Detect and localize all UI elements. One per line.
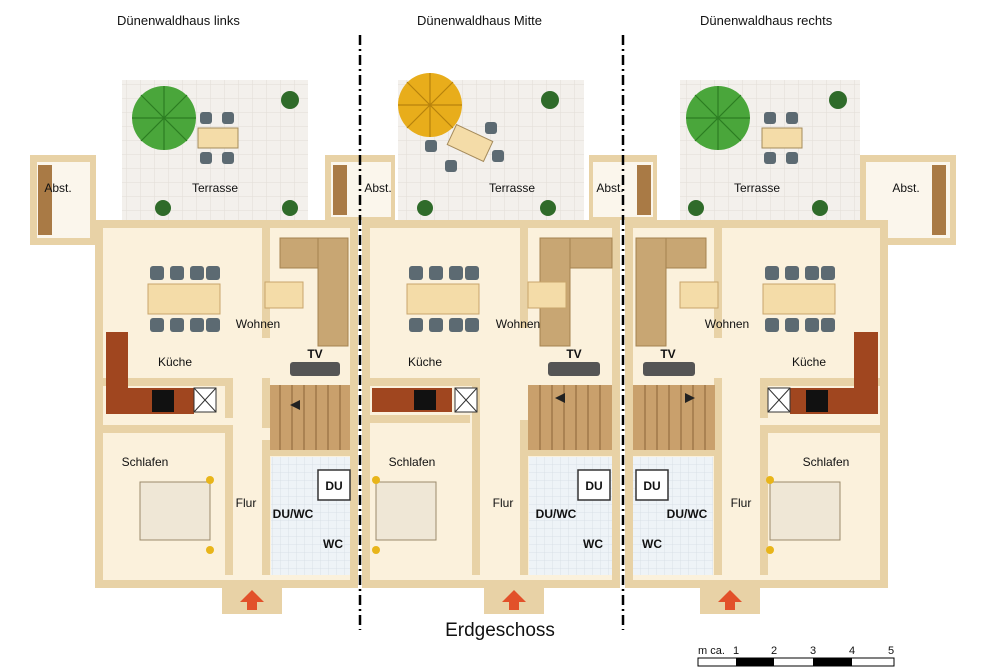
label-shower-wc-right: DU/WC: [667, 507, 708, 521]
label-shower-wc-middle: DU/WC: [536, 507, 577, 521]
title-middle-house: Dünenwaldhaus Mitte: [417, 13, 543, 28]
label-terrace-right: Terrasse: [734, 181, 780, 195]
label-kitchen-left: Küche: [158, 355, 192, 369]
label-hall-left: Flur: [236, 496, 257, 510]
umbrella-left: [132, 86, 196, 150]
label-living-right: Wohnen: [705, 317, 749, 331]
scale-tick-4: 4: [849, 645, 855, 657]
title-right-house: Dünenwaldhaus rechts: [700, 13, 833, 28]
dining-tables: [147, 281, 836, 315]
label-kitchen-right: Küche: [792, 355, 826, 369]
shower-trays: [317, 469, 669, 501]
label-storage-middle-a: Abst.: [364, 181, 391, 195]
label-shower-middle: DU: [585, 479, 602, 493]
label-tv-middle: TV: [566, 347, 581, 361]
stairs-left: [270, 385, 350, 450]
scale-prefix: m ca.: [698, 645, 725, 657]
label-bedroom-left: Schlafen: [122, 455, 169, 469]
scale-tick-2: 2: [771, 645, 777, 657]
floor-title: Erdgeschoss: [445, 620, 555, 641]
umbrella-middle: [398, 73, 462, 137]
scale-tick-3: 3: [810, 645, 816, 657]
stairs-right: [633, 385, 715, 450]
tv-units: [290, 362, 695, 376]
label-hall-middle: Flur: [493, 496, 514, 510]
label-hall-right: Flur: [731, 496, 752, 510]
label-storage-right: Abst.: [892, 181, 919, 195]
label-storage-middle-b: Abst.: [596, 181, 623, 195]
entrance-steps: [222, 588, 760, 614]
potted-plants: [155, 91, 847, 216]
label-shower-left: DU: [325, 479, 342, 493]
umbrella-right: [686, 86, 750, 150]
label-shower-wc-left: DU/WC: [273, 507, 314, 521]
entrance-arrows: [240, 590, 742, 610]
stairs-middle: [528, 385, 612, 450]
label-living-middle: Wohnen: [496, 317, 540, 331]
kitchen-counters: [106, 332, 878, 414]
title-left-house: Dünenwaldhaus links: [117, 13, 240, 28]
label-bedroom-right: Schlafen: [803, 455, 850, 469]
scale-bar: m ca. 1 2 3 4 5: [697, 645, 895, 667]
label-wc-right: WC: [642, 537, 662, 551]
label-shower-right: DU: [643, 479, 660, 493]
label-terrace-middle: Terrasse: [489, 181, 535, 195]
label-terrace-left: Terrasse: [192, 181, 238, 195]
dining-chairs: [150, 266, 835, 332]
label-tv-left: TV: [307, 347, 322, 361]
label-kitchen-middle: Küche: [408, 355, 442, 369]
interior-walls-middle: [370, 228, 612, 575]
terrace-middle: [325, 80, 657, 220]
label-bedroom-middle: Schlafen: [389, 455, 436, 469]
label-tv-right: TV: [660, 347, 675, 361]
label-wc-left: WC: [323, 537, 343, 551]
scale-tick-5: 5: [888, 645, 894, 657]
label-wc-middle: WC: [583, 537, 603, 551]
beds: [139, 476, 841, 554]
label-living-left: Wohnen: [236, 317, 280, 331]
terrace-chairs: [197, 112, 803, 172]
scale-tick-1: 1: [733, 645, 739, 657]
label-storage-left: Abst.: [44, 181, 71, 195]
